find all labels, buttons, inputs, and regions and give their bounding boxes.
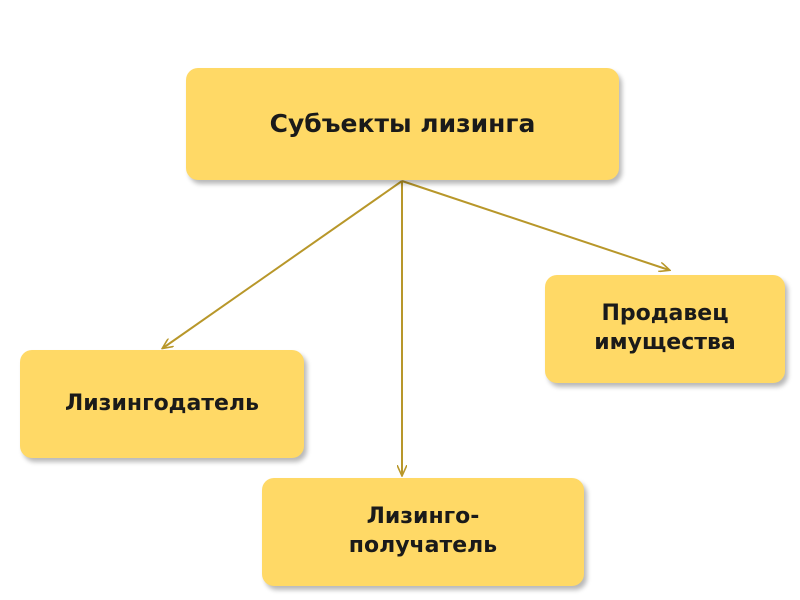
child-node-seller: Продавец имущества: [545, 275, 785, 383]
seller-label: Продавец имущества: [594, 301, 736, 355]
root-node-label: Субъекты лизинга: [269, 108, 536, 138]
lessee-label: Лизинго- получатель: [348, 504, 498, 558]
lessor-label: Лизингодатель: [64, 390, 259, 416]
connector-to-seller: [401, 180, 669, 270]
connector-to-lessor: [163, 180, 403, 348]
child-node-lessor: Лизингодатель: [20, 350, 304, 458]
child-node-lessee: Лизинго- получатель: [262, 478, 584, 586]
root-node-leasing-subjects: Субъекты лизинга: [186, 68, 619, 180]
